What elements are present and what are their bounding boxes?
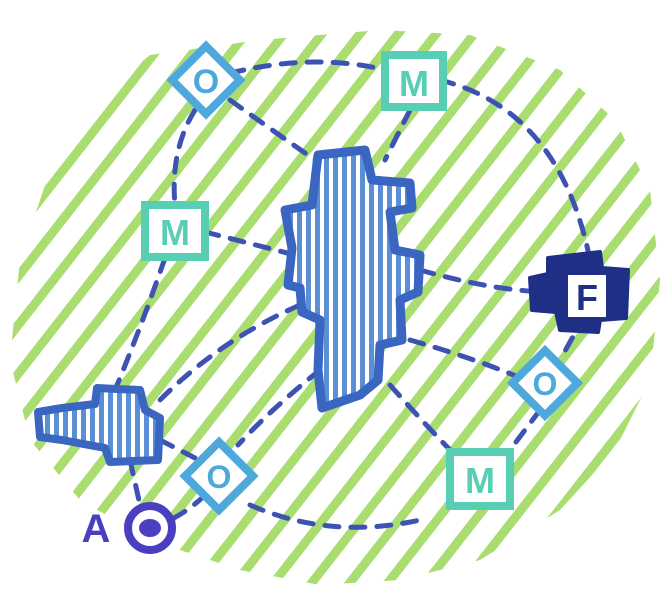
small-cluster — [34, 384, 164, 466]
edge-central-o-bottom — [235, 367, 323, 448]
o-node-top-label: O — [193, 63, 219, 101]
edge-m-left-central — [202, 229, 298, 258]
edge-m-top-central — [382, 107, 413, 163]
o-node-right-label: O — [533, 366, 558, 402]
edge-small-a — [127, 457, 143, 508]
edge-central-small — [157, 302, 303, 403]
a-marker-label: A — [82, 507, 111, 551]
edge-o-top-m-left — [171, 107, 198, 208]
edge-o-right-m-bottom — [507, 407, 543, 453]
m-node-left: M — [141, 201, 209, 261]
m-node-top: M — [381, 51, 447, 111]
edge-small-o-bottom — [157, 437, 198, 461]
edge-o-bottom-m-bottom — [247, 502, 423, 530]
m-node-bottom: M — [446, 448, 514, 510]
f-node-label: F — [576, 277, 598, 318]
m-node-bottom-label: M — [465, 460, 495, 501]
o-node-right: O — [506, 344, 584, 422]
o-node-top: O — [166, 40, 246, 120]
a-marker-dot-icon — [139, 519, 161, 537]
edge-m-top-f — [437, 77, 593, 263]
o-node-bottom: O — [179, 436, 259, 516]
a-marker: A — [82, 502, 176, 554]
f-node: F — [528, 250, 630, 334]
m-node-left-label: M — [160, 212, 190, 253]
central-cluster — [280, 145, 425, 413]
m-node-top-label: M — [399, 63, 429, 104]
o-node-bottom-label: O — [207, 459, 232, 495]
